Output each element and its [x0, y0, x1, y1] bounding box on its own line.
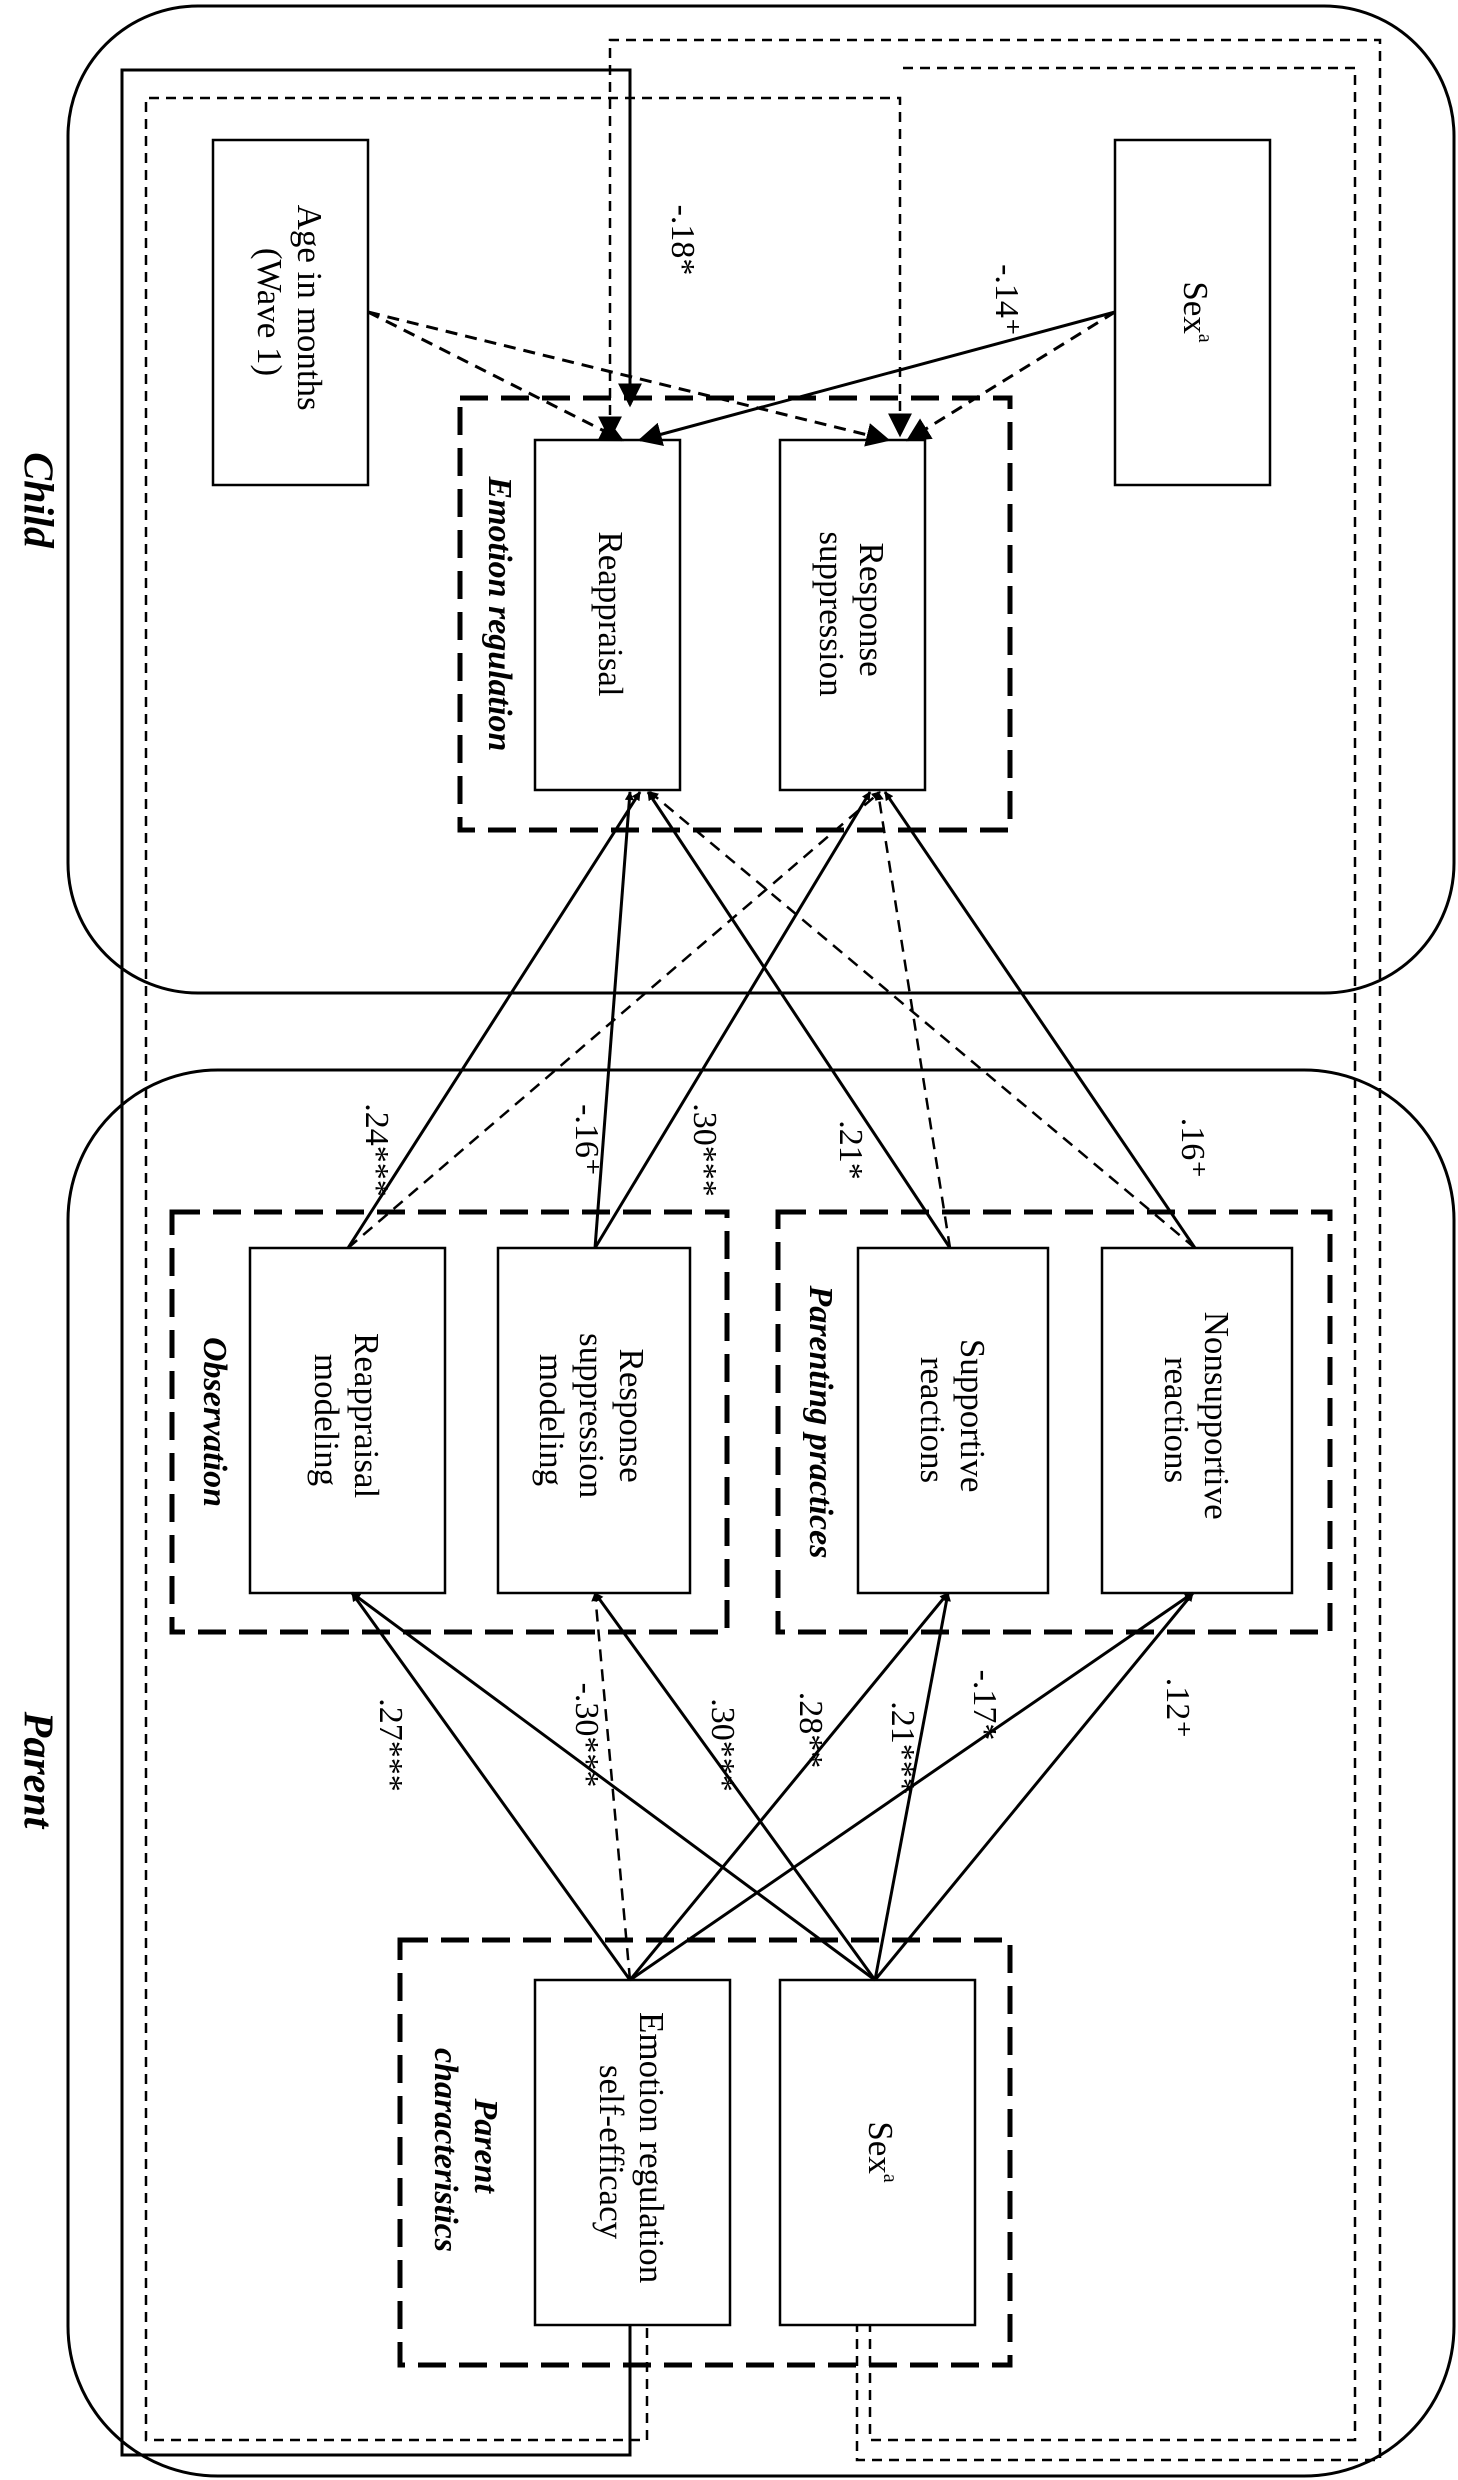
supportive-reactions-label: Supportive reactions — [913, 1339, 992, 1501]
path-sex-to-nonsupportive — [873, 1592, 1195, 1981]
response-suppression-modeling-line-2: suppression — [572, 1333, 611, 1498]
response-suppression-modeling-label: Response suppression modeling — [532, 1333, 651, 1507]
path-sex-to-reappraisal-modeling — [351, 1591, 876, 1982]
path-sex-to-suppression — [905, 310, 1116, 442]
supportive-reactions-line-1: Supportive — [953, 1339, 992, 1493]
covariance-dashed-outline-3 — [868, 66, 1357, 2442]
child-panel-label: Child — [14, 452, 60, 549]
coef-efficacy-to-supportive: .28** — [792, 1692, 829, 1769]
parenting-practices-label: Parenting practices — [802, 1285, 839, 1559]
parent-sex-text: Sex — [861, 2121, 900, 2174]
parent-sex-label: Sexa — [861, 2121, 901, 2183]
path-efficacy-to-supportive — [628, 1592, 950, 1981]
child-panel — [66, 4, 1456, 995]
response-suppression-modeling-node — [496, 1246, 692, 1595]
covariance-dashed-outline-2 — [598, 38, 1382, 2462]
reappraisal-modeling-node — [248, 1246, 447, 1595]
coef-supportive-to-reappraisal: .21* — [832, 1120, 869, 1180]
response-suppression-line-2: suppression — [812, 531, 851, 696]
path-age-to-suppression — [367, 310, 891, 447]
coef-reappraisal-modeling-to-reappraisal: .24*** — [358, 1103, 395, 1197]
coef-sex-to-nonsupportive-b: .12⁺ — [1159, 1678, 1196, 1738]
path-supportive-to-suppression — [874, 791, 952, 1249]
path-supportive-to-reappraisal — [646, 791, 952, 1249]
reappraisal-modeling-label: Reappraisal modeling — [307, 1333, 386, 1507]
path-nonsupportive-to-suppression — [883, 791, 1197, 1249]
observation-label: Observation — [196, 1337, 233, 1507]
supportive-reactions-line-2: reactions — [913, 1357, 952, 1483]
path-sex-to-supportive — [873, 1592, 951, 1981]
response-suppression-modeling-line-1: Response — [612, 1349, 651, 1483]
coef-nonsupportive-to-suppression: .16⁺ — [1174, 1118, 1211, 1178]
coef-efficacy-to-suppression-modeling: -.30*** — [568, 1683, 605, 1788]
reappraisal-modeling-line-1: Reappraisal — [347, 1333, 386, 1498]
coef-suppression-modeling-to-reappraisal: -.16⁺ — [568, 1104, 605, 1176]
reappraisal-label: Reappraisal — [591, 531, 630, 696]
age-label-line-2: (Wave 1) — [250, 248, 289, 376]
parent-panel-label: Parent — [14, 1711, 60, 1830]
covariance-solid-outline — [120, 68, 642, 2457]
response-suppression-line-1: Response — [852, 543, 891, 677]
child-sex-label: Sexa — [1176, 281, 1216, 343]
coef-suppression-modeling-to-suppression: .30*** — [686, 1103, 723, 1197]
parent-characteristics-label: Parent characteristics — [427, 2048, 504, 2252]
reappraisal-modeling-line-2: modeling — [307, 1354, 346, 1486]
path-sex-to-suppression-modeling — [593, 1592, 877, 1981]
er-self-efficacy-line-2: self-efficacy — [592, 2065, 631, 2240]
age-label: Age in months (Wave 1) — [250, 205, 329, 420]
nonsupportive-reactions-line-1: Nonsupportive — [1197, 1312, 1236, 1520]
child-sex-node — [1113, 138, 1272, 487]
age-node — [211, 138, 370, 487]
response-suppression-label: Response suppression — [812, 531, 891, 696]
age-label-line-1: Age in months — [290, 205, 329, 411]
er-self-efficacy-label: Emotion regulation self-efficacy — [592, 2012, 671, 2292]
path-efficacy-to-reappraisal-modeling — [350, 1592, 632, 1981]
parent-panel — [66, 1068, 1456, 2478]
parent-characteristics-line-1: Parent — [467, 2098, 504, 2195]
observation-group — [169, 1209, 730, 1635]
path-suppression-modeling-to-reappraisal — [593, 791, 634, 1249]
coef-efficacy-to-reappraisal-modeling: .27*** — [372, 1698, 409, 1792]
parent-characteristics-group — [397, 1937, 1013, 2368]
emotion-regulation-label: Emotion regulation — [481, 476, 518, 752]
reappraisal-node — [533, 438, 682, 792]
coef-age-to-reappraisal: -.18* — [664, 205, 701, 276]
response-suppression-modeling-line-3: modeling — [532, 1354, 571, 1486]
child-sex-superscript: a — [1194, 334, 1216, 343]
er-self-efficacy-line-1: Emotion regulation — [632, 2012, 671, 2283]
parent-characteristics-line-2: characteristics — [427, 2048, 464, 2252]
parent-sex-node — [778, 1978, 977, 2327]
coef-sex-to-reappraisal: -.14⁺ — [988, 264, 1025, 336]
path-reappraisal-modeling-to-reappraisal — [346, 791, 642, 1249]
parent-sex-superscript: a — [879, 2174, 901, 2183]
supportive-reactions-node — [856, 1246, 1050, 1595]
coef-sex-to-nonsupportive-a: -.17* — [966, 1670, 1003, 1741]
coef-sex-to-suppression-modeling: .30*** — [704, 1698, 741, 1792]
covariance-dashed-outline-1 — [144, 96, 912, 2442]
er-self-efficacy-node — [533, 1978, 732, 2327]
parenting-practices-group — [775, 1209, 1333, 1635]
emotion-regulation-group — [457, 395, 1013, 833]
path-sex-to-reappraisal — [637, 310, 1116, 446]
path-suppression-modeling-to-suppression — [593, 791, 872, 1249]
child-sex-text: Sex — [1176, 281, 1215, 334]
response-suppression-node — [778, 438, 927, 792]
nonsupportive-reactions-node — [1100, 1246, 1294, 1595]
path-age-to-reappraisal — [367, 310, 625, 442]
coef-sex-to-supportive: .21*** — [884, 1701, 921, 1795]
nonsupportive-reactions-label: Nonsupportive reactions — [1157, 1312, 1236, 1529]
path-efficacy-to-suppression-modeling — [591, 1592, 632, 1981]
nonsupportive-reactions-line-2: reactions — [1157, 1357, 1196, 1483]
